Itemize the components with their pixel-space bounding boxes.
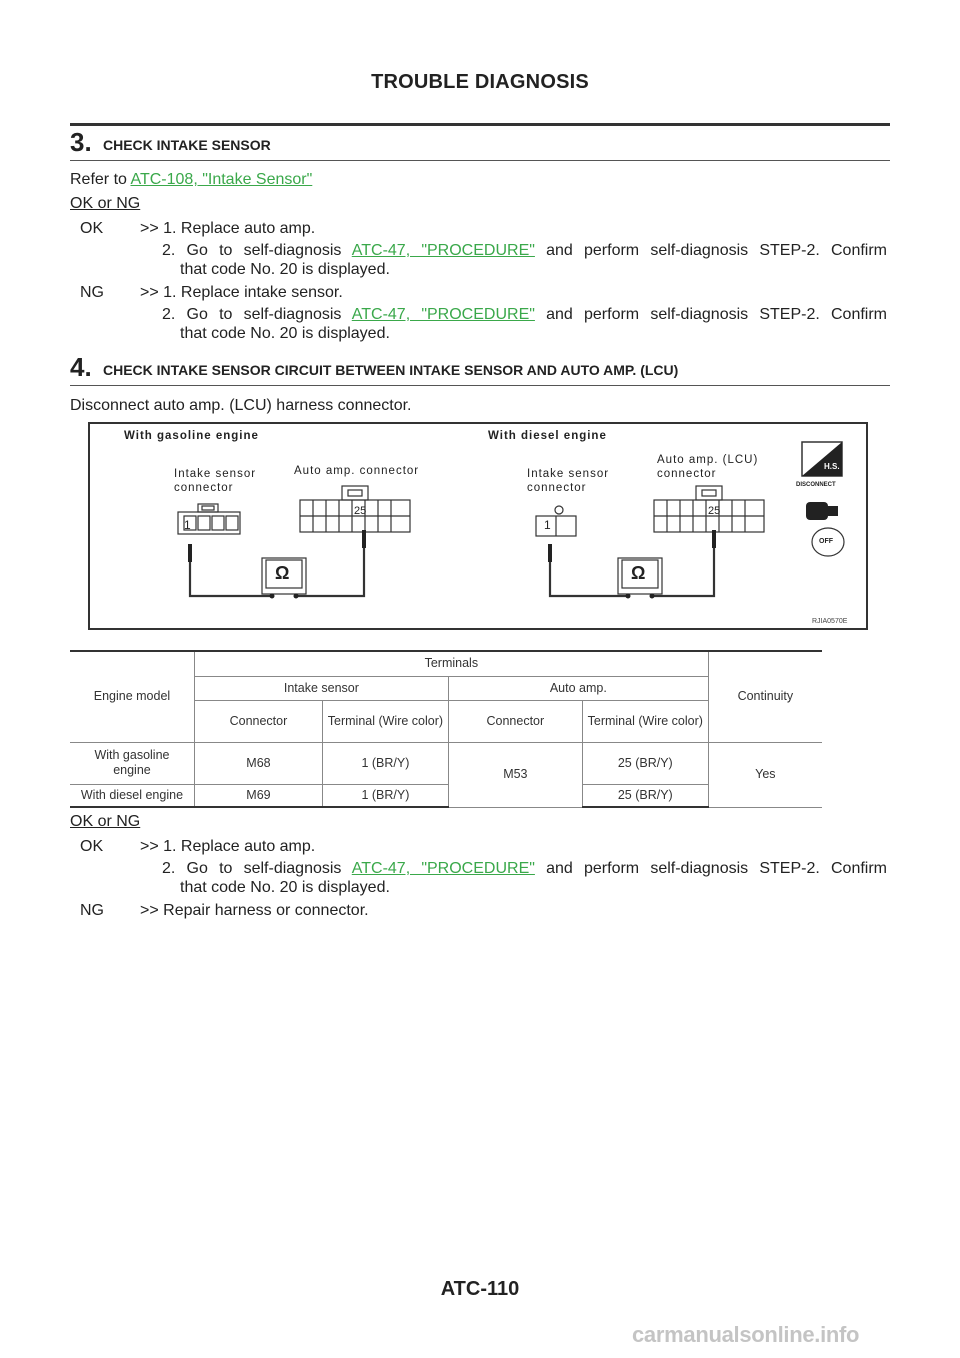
label-line: Intake sensor xyxy=(174,468,257,480)
step-title: CHECK INTAKE SENSOR xyxy=(103,137,271,153)
label-line: Auto amp. (LCU) xyxy=(657,454,759,466)
diagram-code: RJIA0570E xyxy=(812,618,848,625)
col-auto-amp: Auto amp. xyxy=(447,675,709,701)
step-number: 4. xyxy=(70,352,92,382)
auto-amp-lcu-connector-label: Auto amp. (LCU) connector xyxy=(657,453,758,481)
diagram-drawing xyxy=(177,441,845,599)
procedure-link[interactable]: ATC-47, "PROCEDURE" xyxy=(351,242,535,259)
table-row: With gasoline engine M68 1 (BR/Y) M53 25… xyxy=(70,741,822,808)
cell-model: With diesel engine xyxy=(70,783,195,808)
procedure-link[interactable]: ATC-47, "PROCEDURE" xyxy=(351,306,535,323)
cell-model: With gasoline engine xyxy=(70,741,195,785)
ok-label: OK xyxy=(80,838,104,855)
ng-action-1: >> Repair harness or connector. xyxy=(140,902,369,919)
step-instruction: Disconnect auto amp. (LCU) harness conne… xyxy=(70,397,412,414)
watermark: carmanualsonline.info xyxy=(632,1322,860,1347)
ok-label: OK xyxy=(80,220,104,237)
ok-or-ng-heading: OK or NG xyxy=(70,813,141,830)
step-rule xyxy=(70,160,890,161)
label-line: Intake sensor xyxy=(527,468,610,480)
ohmmeter-icon: Ω xyxy=(275,563,290,583)
cell-amp-connector: M53 xyxy=(447,741,583,808)
ng-label: NG xyxy=(80,284,104,301)
ok-action-1: >> 1. Replace auto amp. xyxy=(140,838,316,855)
ohmmeter-icon: Ω xyxy=(631,563,646,583)
ok-action-2: 2. Go to self-diagnosis ATC-47, "PROCEDU… xyxy=(162,242,887,260)
cell-amp-terminal: 25 (BR/Y) xyxy=(581,783,709,808)
step-title: CHECK INTAKE SENSOR CIRCUIT BETWEEN INTA… xyxy=(103,362,679,378)
ok-or-ng-heading: OK or NG xyxy=(70,195,141,212)
continuity-table: Engine model Terminals Continuity Intake… xyxy=(70,650,822,808)
ng-action-2-cont: that code No. 20 is displayed. xyxy=(180,325,390,342)
ng-action-2: 2. Go to self-diagnosis ATC-47, "PROCEDU… xyxy=(162,306,887,324)
cell-terminal: 1 (BR/Y) xyxy=(321,783,449,808)
step-rule xyxy=(70,385,890,386)
cell-connector: M68 xyxy=(193,741,323,785)
procedure-link[interactable]: ATC-47, "PROCEDURE" xyxy=(351,860,535,877)
gasoline-engine-title: With gasoline engine xyxy=(124,430,259,442)
label-line: connector xyxy=(657,468,717,480)
ng-label: NG xyxy=(80,902,104,919)
col-terminal: Terminal (Wire color) xyxy=(321,699,449,743)
auto-amp-connector-label: Auto amp. connector xyxy=(294,465,420,477)
pin-number: 25 xyxy=(708,505,721,517)
pin-number: 1 xyxy=(184,518,192,532)
ok-action-2: 2. Go to self-diagnosis ATC-47, "PROCEDU… xyxy=(162,860,887,878)
wiring-diagram: With gasoline engine With diesel engine … xyxy=(88,422,868,630)
disconnect-label: DISCONNECT xyxy=(796,482,836,488)
label-line: connector xyxy=(527,482,587,494)
col-continuity: Continuity xyxy=(707,650,822,743)
table-row: With diesel engine M69 1 (BR/Y) 25 (BR/Y… xyxy=(70,783,822,808)
ok-action-2-pre: 2. Go to self-diagnosis xyxy=(162,242,352,259)
intake-sensor-connector-label: Intake sensor connector xyxy=(174,467,256,495)
cell-terminal: 1 (BR/Y) xyxy=(321,741,449,785)
ng-action-2-pre: 2. Go to self-diagnosis xyxy=(162,306,352,323)
cell-continuity: Yes xyxy=(707,741,822,808)
disconnect-icon xyxy=(806,502,828,520)
ok-action-2-post: and perform self-diagnosis STEP-2. Confi… xyxy=(534,242,887,259)
ng-action-2-post: and perform self-diagnosis STEP-2. Confi… xyxy=(534,306,887,323)
col-terminal: Terminal (Wire color) xyxy=(581,699,709,743)
page-number: ATC-110 xyxy=(440,1278,520,1300)
page-header-title: TROUBLE DIAGNOSIS xyxy=(371,71,589,93)
ok-action-2-cont: that code No. 20 is displayed. xyxy=(180,879,390,896)
col-engine-model: Engine model xyxy=(70,650,195,743)
pin-number: 25 xyxy=(354,505,367,517)
col-connector: Connector xyxy=(193,699,323,743)
label-line: connector xyxy=(174,482,234,494)
header-rule xyxy=(70,123,890,126)
hs-label: H.S. xyxy=(824,462,840,471)
col-connector: Connector xyxy=(447,699,583,743)
ok-action-2-cont: that code No. 20 is displayed. xyxy=(180,261,390,278)
pin-number: 1 xyxy=(544,518,552,532)
ng-action-1: >> 1. Replace intake sensor. xyxy=(140,284,343,301)
ok-action-2-pre: 2. Go to self-diagnosis xyxy=(162,860,352,877)
col-intake-sensor: Intake sensor xyxy=(193,675,449,701)
diesel-engine-title: With diesel engine xyxy=(488,430,607,442)
refer-prefix: Refer to xyxy=(70,171,131,188)
intake-sensor-link[interactable]: ATC-108, "Intake Sensor" xyxy=(130,171,313,188)
hs-icon xyxy=(802,442,842,476)
ok-action-2-post: and perform self-diagnosis STEP-2. Confi… xyxy=(534,860,887,877)
step-number: 3. xyxy=(70,127,92,157)
key-off-icon: OFF xyxy=(819,538,833,545)
cell-connector: M69 xyxy=(193,783,323,808)
refer-line: Refer to ATC-108, "Intake Sensor" xyxy=(70,171,312,189)
col-terminals: Terminals xyxy=(193,650,709,677)
intake-sensor-connector-label: Intake sensor connector xyxy=(527,467,609,495)
cell-amp-terminal: 25 (BR/Y) xyxy=(581,741,709,785)
ok-action-1: >> 1. Replace auto amp. xyxy=(140,220,316,237)
